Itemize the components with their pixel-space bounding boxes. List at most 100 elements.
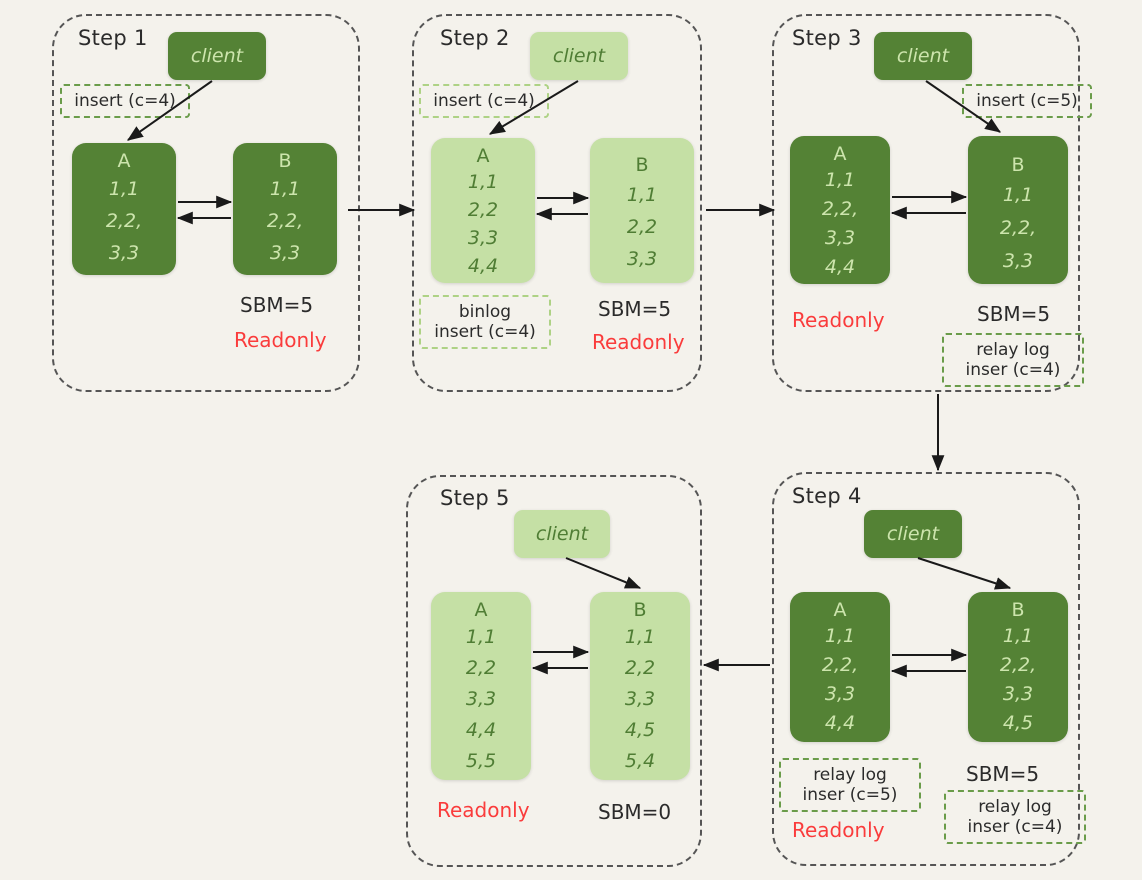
node-row: 2,2, [821,653,859,676]
node-row: 1,1 [824,168,856,191]
node-row: 2,2, [999,216,1037,239]
client-box-step3: client [874,32,972,80]
node-b-step3: B 1,1 2,2, 3,3 [968,136,1068,284]
tag-line: insert (c=4) [434,322,536,342]
node-row: 4,4 [465,718,497,741]
readonly-label-step5: Readonly [437,798,530,822]
node-row: 3,3 [465,687,497,710]
node-row: 1,1 [467,170,499,193]
node-label: B [1011,154,1025,176]
readonly-label-step3: Readonly [792,308,885,332]
tag-relaylog-c4-step3: relay log inser (c=4) [942,333,1084,387]
node-row: 2,2, [999,653,1037,676]
node-row: 3,3 [624,687,656,710]
node-row: 2,2, [105,209,143,232]
node-row: 3,3 [824,226,856,249]
node-a-step1: A 1,1 2,2, 3,3 [72,143,176,275]
node-row: 4,5 [1002,711,1034,734]
step-container-step2 [412,14,702,392]
step-title-step2: Step 2 [440,26,510,50]
node-a-step3: A 1,1 2,2, 3,3 4,4 [790,136,890,284]
node-row: 2,2, [266,209,304,232]
node-row: 4,4 [824,711,856,734]
node-row: 1,1 [1002,183,1034,206]
sbm-label-step4: SBM=5 [966,762,1040,786]
node-row: 2,2 [467,198,499,221]
node-row: 1,1 [108,177,140,200]
node-b-step1: B 1,1 2,2, 3,3 [233,143,337,275]
node-label: B [278,150,292,172]
node-row: 3,3 [1002,682,1034,705]
tag-line: inser (c=4) [965,360,1061,380]
step-title-step1: Step 1 [78,26,148,50]
node-row: 3,3 [108,241,140,264]
node-row: 2,2, [821,197,859,220]
readonly-label-step1: Readonly [234,328,327,352]
node-label: A [833,143,847,165]
step-container-step1 [52,14,360,392]
node-row: 3,3 [269,241,301,264]
node-row: 4,4 [467,254,499,277]
step-container-step3 [772,14,1080,392]
node-label: B [1011,599,1025,621]
node-row: 1,1 [824,624,856,647]
sbm-label-step3: SBM=5 [977,302,1051,326]
node-row: 1,1 [465,625,497,648]
client-box-step5: client [514,510,610,558]
node-a-step5: A 1,1 2,2 3,3 4,4 5,5 [431,592,531,780]
node-b-step5: B 1,1 2,2 3,3 4,5 5,4 [590,592,690,780]
node-row: 4,4 [824,255,856,278]
client-box-step1: client [168,32,266,80]
tag-insert-c5-step3: insert (c=5) [962,84,1092,118]
node-row: 1,1 [626,183,658,206]
node-row: 4,5 [624,718,656,741]
node-label: B [633,599,647,621]
tag-line: insert (c=4) [433,90,535,111]
step-title-step5: Step 5 [440,486,510,510]
sbm-label-step2: SBM=5 [598,297,672,321]
tag-line: inser (c=4) [967,817,1063,837]
step-title-step4: Step 4 [792,484,862,508]
node-row: 2,2 [624,656,656,679]
step-container-step4 [772,472,1080,866]
node-b-step2: B 1,1 2,2 3,3 [590,138,694,283]
node-label: A [117,150,131,172]
node-label: A [476,145,490,167]
tag-line: inser (c=5) [802,785,898,805]
node-a-step4: A 1,1 2,2, 3,3 4,4 [790,592,890,742]
tag-line: insert (c=4) [74,90,176,111]
node-label: A [474,599,488,621]
node-label: A [833,599,847,621]
tag-insert-c4-step1: insert (c=4) [60,84,190,118]
node-row: 1,1 [269,177,301,200]
node-row: 2,2 [465,656,497,679]
tag-line: insert (c=5) [976,90,1078,111]
node-row: 2,2 [626,215,658,238]
node-row: 3,3 [824,682,856,705]
readonly-label-step4: Readonly [792,818,885,842]
node-row: 3,3 [1002,249,1034,272]
node-a-step2: A 1,1 2,2 3,3 4,4 [431,138,535,283]
sbm-label-step1: SBM=5 [240,293,314,317]
tag-line: relay log [978,796,1052,817]
node-row: 3,3 [626,247,658,270]
sbm-label-step5: SBM=0 [598,800,672,824]
node-b-step4: B 1,1 2,2, 3,3 4,5 [968,592,1068,742]
tag-binlog-step2: binlog insert (c=4) [419,295,551,349]
node-row: 5,4 [624,749,656,772]
client-box-step2: client [530,32,628,80]
node-row: 3,3 [467,226,499,249]
node-label: B [635,154,649,176]
node-row: 1,1 [624,625,656,648]
node-row: 1,1 [1002,624,1034,647]
node-row: 5,5 [465,749,497,772]
tag-line: relay log [813,764,887,785]
step-title-step3: Step 3 [792,26,862,50]
readonly-label-step2: Readonly [592,330,685,354]
tag-line: binlog [458,301,512,322]
tag-relaylog-c5-step4: relay log inser (c=5) [779,758,921,812]
client-box-step4: client [864,510,962,558]
step-container-step5 [406,475,702,867]
tag-insert-c4-step2: insert (c=4) [419,84,549,118]
